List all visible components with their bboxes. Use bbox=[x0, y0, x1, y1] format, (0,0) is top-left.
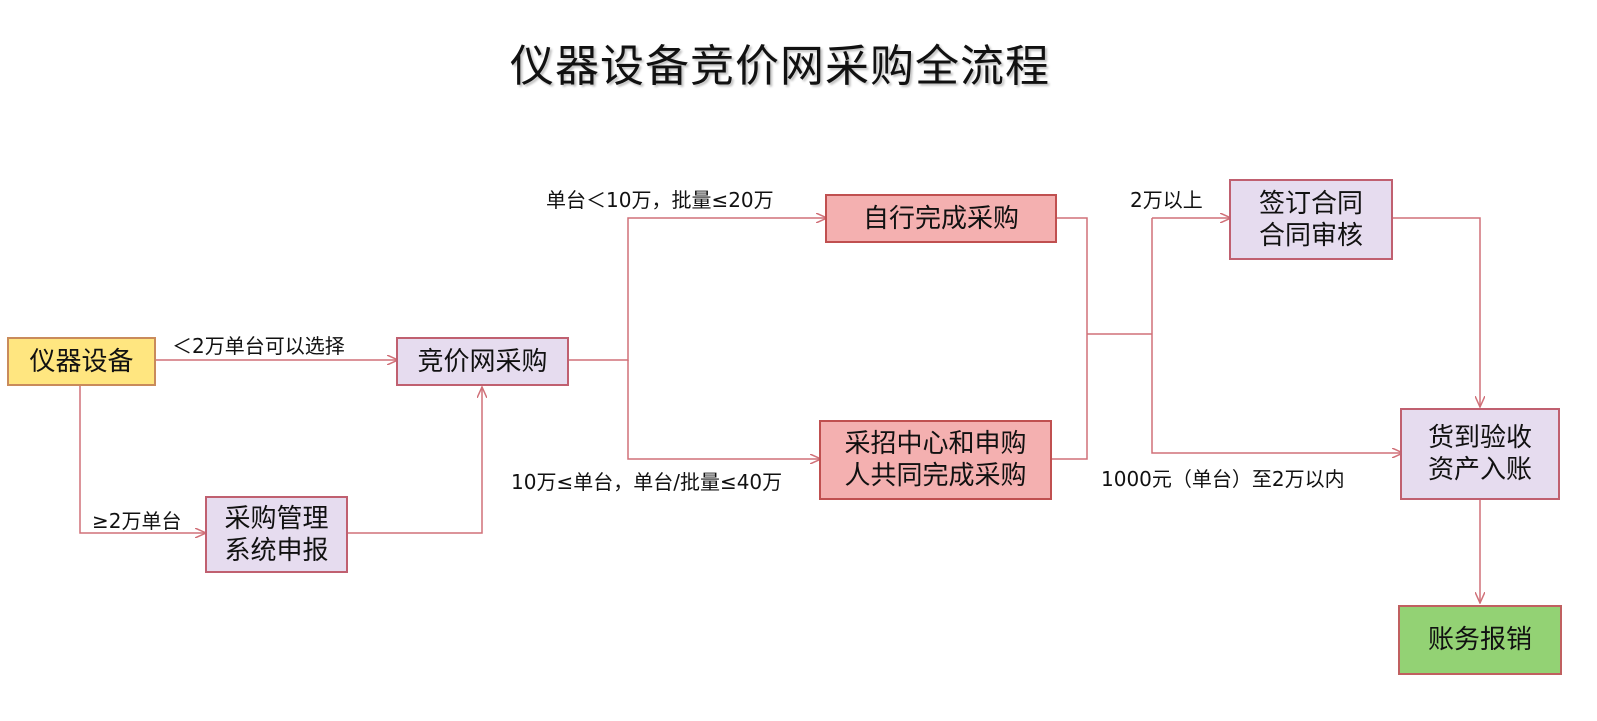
node-system-report: 采购管理 系统申报 bbox=[205, 496, 348, 573]
node-acceptance: 货到验收 资产入账 bbox=[1400, 408, 1560, 500]
node-joint-line1: 采招中心和申购 bbox=[844, 429, 1027, 459]
node-self-purchase: 自行完成采购 bbox=[825, 194, 1057, 243]
node-contract: 签订合同 合同审核 bbox=[1229, 179, 1393, 260]
node-equipment-label: 仪器设备 bbox=[29, 346, 134, 377]
edge-bidding-to-split bbox=[569, 218, 827, 361]
label-lt-10w: 单台＜10万，批量≤20万 bbox=[546, 188, 774, 212]
node-self-purchase-label: 自行完成采购 bbox=[862, 203, 1019, 234]
label-ge-2w: ≥2万单台 bbox=[92, 509, 182, 533]
edge-system-to-bidding bbox=[348, 387, 482, 534]
node-equipment: 仪器设备 bbox=[7, 337, 156, 386]
node-contract-line2: 合同审核 bbox=[1258, 220, 1363, 251]
node-accept-line1: 货到验收 bbox=[1427, 423, 1532, 453]
label-above-2w: 2万以上 bbox=[1130, 188, 1203, 212]
edge-merge-to-contract bbox=[1151, 218, 1403, 453]
label-range-10w: 10万≤单台，单台/批量≤40万 bbox=[511, 470, 783, 494]
node-reimbursement: 账务报销 bbox=[1398, 605, 1562, 675]
node-system-line1: 采购管理 bbox=[224, 503, 329, 534]
edge-self-to-merge bbox=[1052, 217, 1088, 460]
edge-equipment-to-system bbox=[79, 386, 206, 533]
node-joint-line2: 人共同完成采购 bbox=[844, 461, 1027, 491]
node-reimburse-label: 账务报销 bbox=[1427, 625, 1532, 655]
node-system-line2: 系统申报 bbox=[224, 535, 329, 566]
node-contract-line1: 签订合同 bbox=[1258, 188, 1363, 219]
node-bidding-label: 竞价网采购 bbox=[417, 346, 548, 377]
label-range-1000: 1000元（单台）至2万以内 bbox=[1101, 467, 1345, 491]
node-bidding-purchase: 竞价网采购 bbox=[396, 337, 569, 386]
node-accept-line2: 资产入账 bbox=[1427, 455, 1532, 485]
label-lt-2w: ＜2万单台可以选择 bbox=[172, 334, 345, 358]
node-joint-purchase: 采招中心和申购 人共同完成采购 bbox=[819, 420, 1052, 500]
edge-contract-to-accept bbox=[1393, 217, 1480, 407]
diagram-title: 仪器设备竞价网采购全流程 bbox=[510, 41, 1050, 92]
edge-split-to-joint bbox=[627, 360, 821, 459]
